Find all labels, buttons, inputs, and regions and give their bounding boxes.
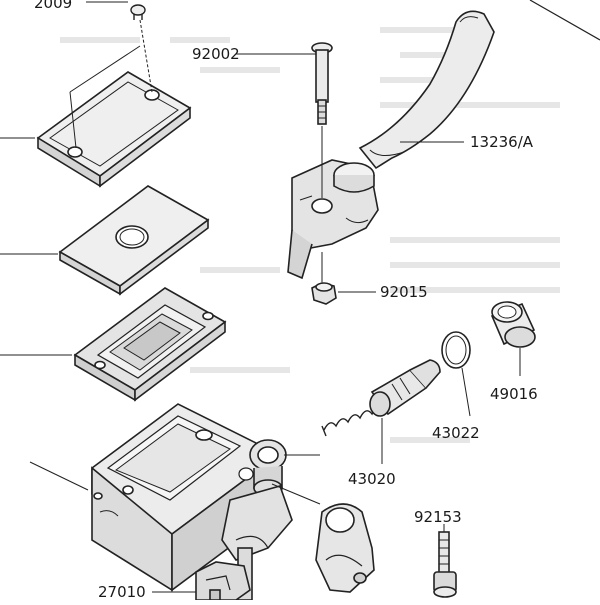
diaphragm-plate bbox=[58, 185, 210, 296]
label-92002: 92002 bbox=[192, 45, 240, 63]
brake-switch bbox=[195, 561, 251, 601]
brake-lever bbox=[358, 10, 495, 170]
rubber-diaphragm bbox=[73, 287, 227, 402]
pivot-bolt-92002 bbox=[311, 42, 333, 125]
bolt-92153 bbox=[433, 531, 457, 598]
label-43020: 43020 bbox=[348, 470, 396, 488]
clamp-holder bbox=[315, 503, 375, 593]
leader-cap-screw-2 bbox=[69, 45, 141, 93]
label-92015: 92015 bbox=[380, 283, 428, 301]
leader-43022 bbox=[461, 367, 471, 417]
label-92153: 92153 bbox=[414, 508, 462, 526]
piston-43020 bbox=[369, 359, 441, 417]
corner-line bbox=[529, 0, 600, 41]
label-13236: 13236/A bbox=[470, 133, 534, 151]
reservoir-cap bbox=[36, 71, 192, 188]
label-49016: 49016 bbox=[490, 385, 538, 403]
label-27010: 27010 bbox=[98, 583, 146, 600]
background-bleed bbox=[60, 27, 560, 443]
leader-2009-dash bbox=[139, 19, 153, 93]
leader-body bbox=[29, 461, 89, 491]
leader-cap-screw bbox=[69, 91, 77, 149]
leader-boss-2 bbox=[271, 483, 321, 505]
boot-49016 bbox=[490, 301, 536, 348]
master-cylinder-body bbox=[91, 403, 259, 592]
label-2009: 2009 bbox=[34, 0, 72, 12]
nut-92015 bbox=[311, 282, 337, 305]
lever-pivot-block bbox=[287, 159, 379, 280]
screw-2009 bbox=[130, 4, 146, 20]
circlip-43022 bbox=[441, 331, 471, 369]
label-43022: 43022 bbox=[432, 424, 480, 442]
